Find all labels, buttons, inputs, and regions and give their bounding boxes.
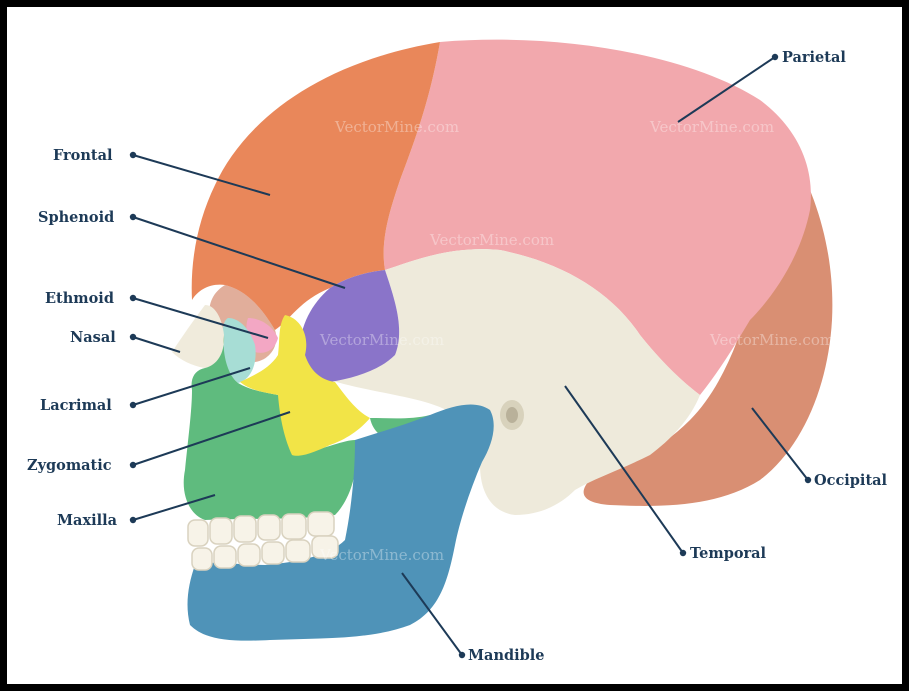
label-frontal: Frontal bbox=[53, 147, 113, 164]
label-nasal: Nasal bbox=[70, 329, 116, 346]
label-ethmoid: Ethmoid bbox=[45, 290, 114, 307]
label-maxilla: Maxilla bbox=[57, 512, 118, 529]
label-lacrimal: Lacrimal bbox=[40, 397, 112, 414]
watermark: VectorMine.com bbox=[319, 546, 444, 564]
skull-diagram: VectorMine.com VectorMine.com VectorMine… bbox=[7, 7, 902, 684]
watermark: VectorMine.com bbox=[319, 331, 444, 349]
label-temporal: Temporal bbox=[690, 545, 767, 562]
nasal-bone bbox=[172, 305, 224, 368]
diagram-frame: VectorMine.com VectorMine.com VectorMine… bbox=[7, 7, 902, 684]
label-occipital: Occipital bbox=[814, 472, 888, 489]
label-parietal: Parietal bbox=[782, 49, 846, 66]
watermark: VectorMine.com bbox=[649, 118, 774, 136]
watermark: VectorMine.com bbox=[709, 331, 834, 349]
watermark: VectorMine.com bbox=[334, 118, 459, 136]
label-zygomatic: Zygomatic bbox=[27, 457, 112, 474]
watermark: VectorMine.com bbox=[429, 231, 554, 249]
label-sphenoid: Sphenoid bbox=[38, 209, 114, 226]
label-mandible: Mandible bbox=[468, 647, 545, 664]
